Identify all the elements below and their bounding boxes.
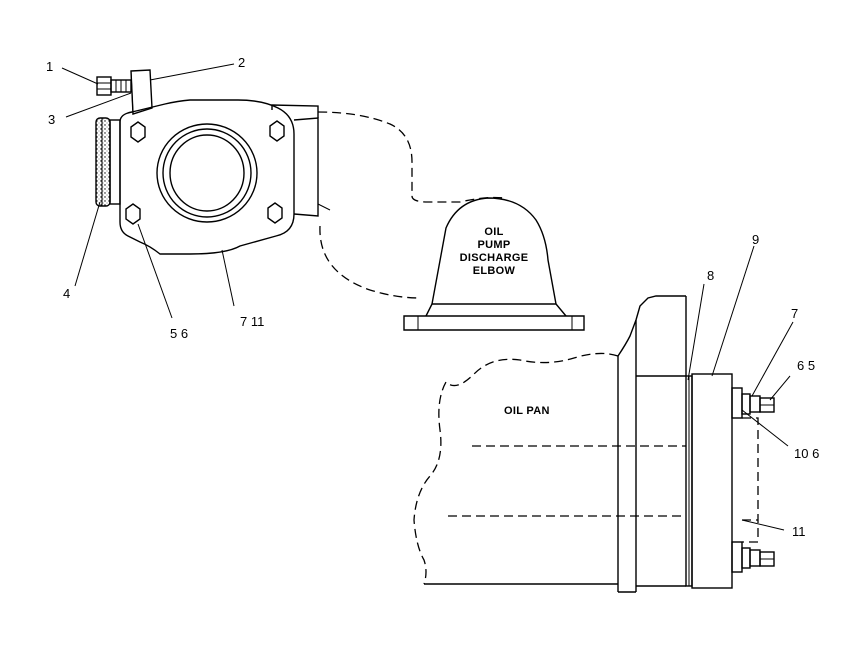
bolt [96,76,132,96]
bolt [741,393,775,415]
callout-7-11: 7 11 [240,314,264,329]
o-ring-seal [95,117,121,207]
callout-10-6: 10 6 [794,446,819,461]
callout-11: 11 [792,524,806,539]
oil-pan-assembly: OIL PAN [413,295,775,593]
callout-2: 2 [238,55,245,70]
hex-nut [130,121,146,143]
elbow-label-line-4: ELBOW [473,265,516,277]
flange-body [119,99,295,255]
callout-leaders-lower [687,245,794,531]
hex-nut [269,120,285,142]
oil-pan-label: OIL PAN [504,405,550,417]
callout-6-5: 6 5 [797,358,815,373]
callout-4: 4 [63,286,70,301]
oil-pan-outline [413,352,619,585]
discharge-flange-assembly: OIL PUMP DISCHARGE ELBOW [95,69,585,331]
elbow-label-line-2: PUMP [478,239,511,251]
callout-8: 8 [707,268,714,283]
callout-9: 9 [752,232,759,247]
callout-5-6: 5 6 [170,326,188,341]
callout-7: 7 [791,306,798,321]
callout-leaders-upper [61,63,235,319]
hex-nut [125,203,141,225]
elbow-label-line-3: DISCHARGE [460,252,529,264]
bolt [741,547,775,569]
hex-nut [267,202,283,224]
callout-1: 1 [46,59,53,74]
cover [691,373,733,589]
clamp [130,69,153,115]
oil-pump-discharge-elbow [317,111,505,203]
elbow-label-line-1: OIL [484,226,503,238]
callout-3: 3 [48,112,55,127]
flange-bore [156,123,258,223]
